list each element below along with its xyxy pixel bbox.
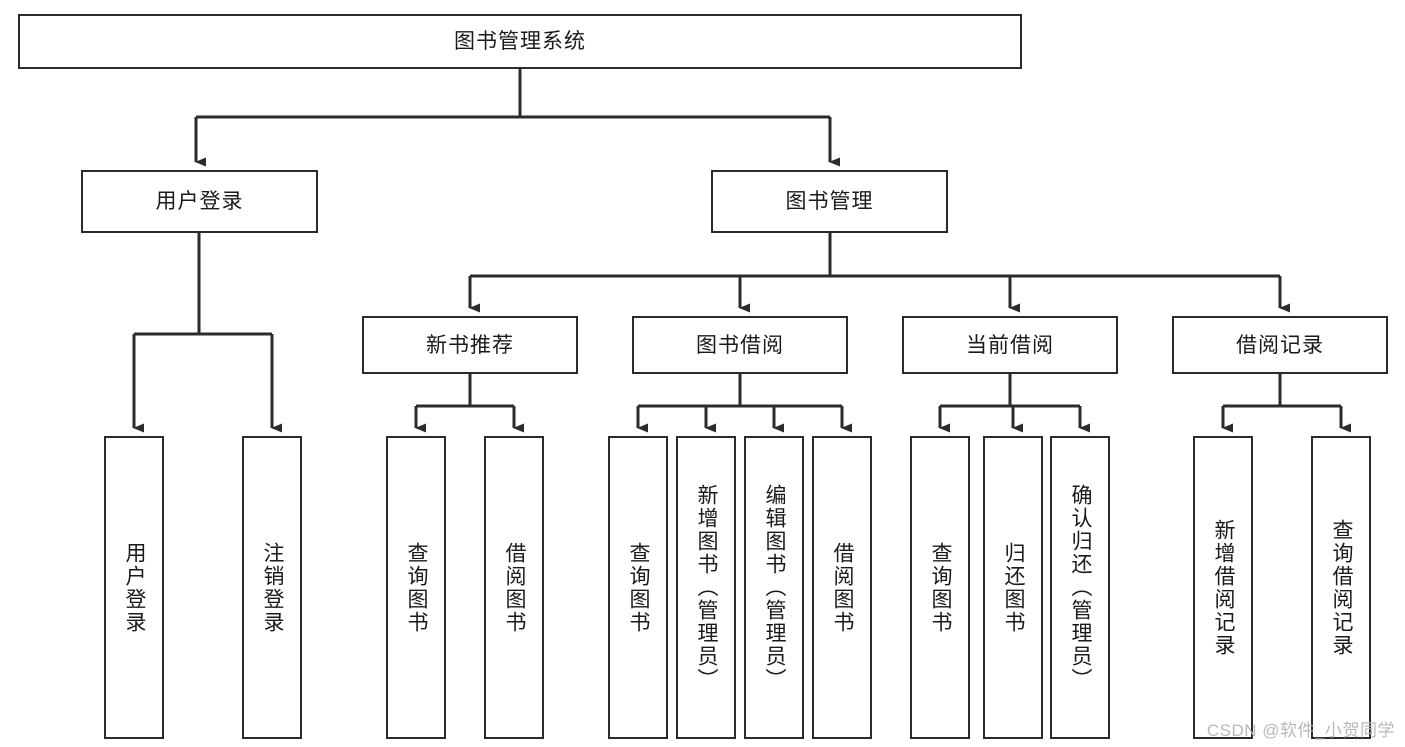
node-leaf-query-books-borrow[interactable]: 查询图书 xyxy=(608,436,668,739)
node-leaf-confirm-return-admin-label: 确认归还（管理员） xyxy=(1069,484,1093,691)
node-leaf-edit-book-admin-label: 编辑图书（管理员） xyxy=(763,484,787,691)
node-leaf-add-book-admin-label: 新增图书（管理员） xyxy=(695,484,719,691)
node-borrowing-records[interactable]: 借阅记录 xyxy=(1172,316,1388,374)
node-leaf-add-book-admin[interactable]: 新增图书（管理员） xyxy=(676,436,736,739)
node-leaf-return-book[interactable]: 归还图书 xyxy=(983,436,1043,739)
node-current-borrowing-label: 当前借阅 xyxy=(966,333,1054,357)
node-user-login[interactable]: 用户登录 xyxy=(81,170,318,233)
node-leaf-user-login-label: 用户登录 xyxy=(123,541,147,634)
node-leaf-logout[interactable]: 注销登录 xyxy=(242,436,302,739)
node-leaf-borrow-book[interactable]: 借阅图书 xyxy=(812,436,872,739)
node-book-management-label: 图书管理 xyxy=(785,190,874,213)
node-leaf-query-borrow-record-label: 查询借阅记录 xyxy=(1330,518,1354,657)
watermark: CSDN @软件_小贺同学 xyxy=(1206,721,1395,740)
node-leaf-user-login[interactable]: 用户登录 xyxy=(104,436,164,739)
node-new-book-recommendation-label: 新书推荐 xyxy=(426,333,514,357)
node-leaf-borrow-books-new[interactable]: 借阅图书 xyxy=(484,436,544,739)
node-leaf-add-borrow-record-label: 新增借阅记录 xyxy=(1212,518,1236,657)
node-current-borrowing[interactable]: 当前借阅 xyxy=(902,316,1118,374)
node-leaf-query-books-new-label: 查询图书 xyxy=(405,541,429,634)
node-leaf-query-books-borrow-label: 查询图书 xyxy=(627,541,651,634)
node-leaf-logout-label: 注销登录 xyxy=(261,541,285,634)
node-root[interactable]: 图书管理系统 xyxy=(18,14,1022,69)
node-new-book-recommendation[interactable]: 新书推荐 xyxy=(362,316,578,374)
node-leaf-query-books-current-label: 查询图书 xyxy=(929,541,953,634)
node-book-borrowing[interactable]: 图书借阅 xyxy=(632,316,848,374)
node-book-borrowing-label: 图书借阅 xyxy=(696,333,784,357)
node-leaf-borrow-book-label: 借阅图书 xyxy=(831,541,855,634)
node-leaf-confirm-return-admin[interactable]: 确认归还（管理员） xyxy=(1050,436,1110,739)
node-leaf-borrow-books-new-label: 借阅图书 xyxy=(503,541,527,634)
node-leaf-edit-book-admin[interactable]: 编辑图书（管理员） xyxy=(744,436,804,739)
node-leaf-return-book-label: 归还图书 xyxy=(1002,541,1026,634)
node-borrowing-records-label: 借阅记录 xyxy=(1236,333,1324,357)
node-user-login-label: 用户登录 xyxy=(155,190,244,213)
node-leaf-add-borrow-record[interactable]: 新增借阅记录 xyxy=(1193,436,1253,739)
node-leaf-query-borrow-record[interactable]: 查询借阅记录 xyxy=(1311,436,1371,739)
node-root-label: 图书管理系统 xyxy=(454,30,586,53)
node-leaf-query-books-new[interactable]: 查询图书 xyxy=(386,436,446,739)
node-leaf-query-books-current[interactable]: 查询图书 xyxy=(910,436,970,739)
node-book-management[interactable]: 图书管理 xyxy=(711,170,948,233)
